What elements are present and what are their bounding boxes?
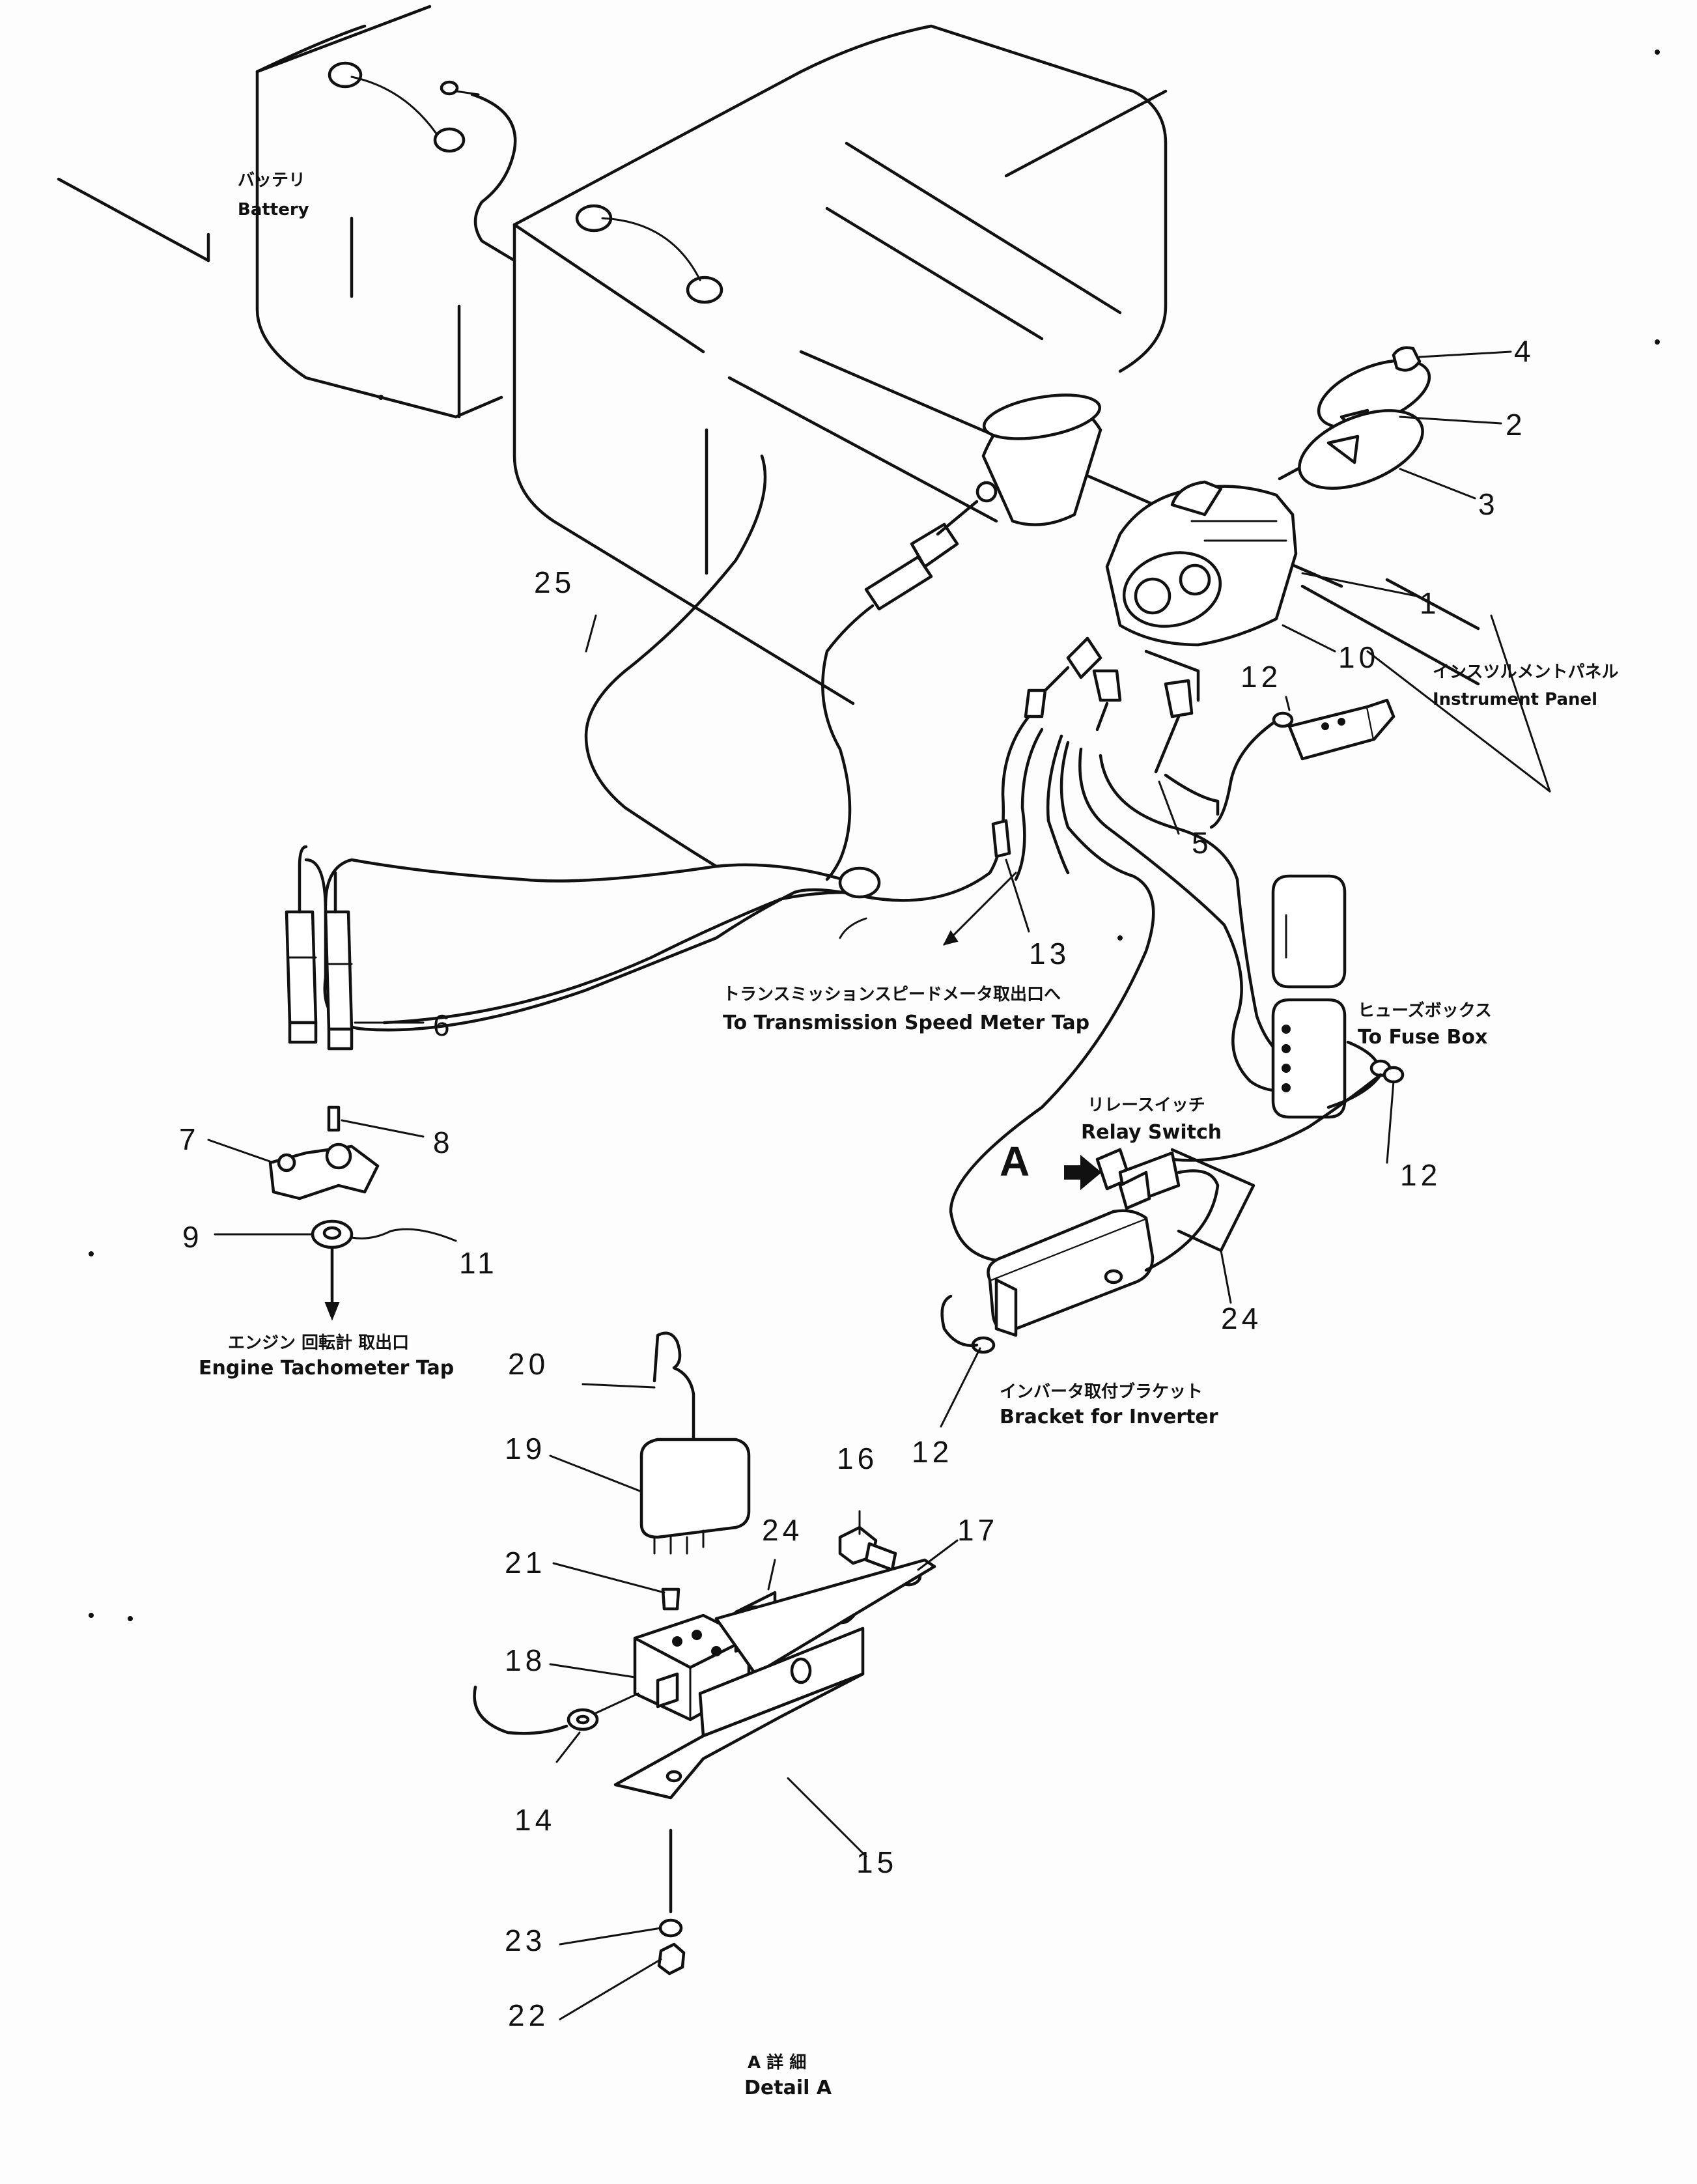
callout-8: 8 [433, 1126, 454, 1159]
callout-2: 2 [1506, 408, 1526, 442]
relay-switch-label-ja: リレースイッチ [1087, 1096, 1205, 1115]
screw-8 [327, 1105, 341, 1132]
callout-25: 25 [534, 565, 575, 599]
gauge-disc-3 [1298, 409, 1424, 490]
relay-switch-mounted [1095, 1148, 1181, 1210]
sensor-pair-6 [285, 845, 354, 1051]
callout-12-bracket: 12 [912, 1435, 953, 1469]
battery-label-en: Battery [238, 200, 309, 220]
grommet-icon [838, 866, 881, 899]
tag-24-upper [1170, 1148, 1255, 1253]
gauge-meter [1105, 480, 1298, 647]
text-labels: バッテリ Battery インスツルメントパネル Instrument Pane… [199, 171, 1618, 2099]
callout-3: 3 [1478, 487, 1499, 521]
callout-10: 10 [1338, 640, 1379, 674]
callout-13: 13 [1029, 937, 1070, 971]
engine-tach-label-en: Engine Tachometer Tap [199, 1357, 454, 1380]
battery-terminal-icon [433, 127, 466, 153]
callout-14: 14 [514, 1803, 555, 1837]
callout-12-switch: 12 [1241, 660, 1282, 694]
speedometer-cable [821, 604, 875, 881]
callout-9: 9 [182, 1220, 203, 1254]
battery-terminal-icon [328, 61, 363, 89]
battery-cable [470, 92, 517, 262]
callout-6: 6 [433, 1008, 454, 1042]
callout-4: 4 [1514, 334, 1535, 368]
instrument-panel-label-en: Instrument Panel [1433, 690, 1597, 709]
inverter-bracket [971, 1209, 1155, 1354]
leader-lines [207, 350, 1512, 2021]
callout-11: 11 [459, 1246, 498, 1280]
engine-tach-label-ja: エンジン 回転計 取出口 [228, 1333, 409, 1353]
transmission-tap-label-ja: トランスミッションスピードメータ取出口へ [723, 985, 1061, 1004]
callout-20: 20 [508, 1347, 549, 1381]
callout-22: 22 [508, 1998, 549, 2032]
cable-connector [864, 500, 979, 611]
callout-24-upper: 24 [1221, 1301, 1262, 1335]
callout-5: 5 [1192, 826, 1213, 860]
screw-21 [661, 1587, 680, 1611]
gauge-nut-4 [1392, 346, 1422, 372]
callout-7: 7 [179, 1122, 200, 1156]
battery-label-ja: バッテリ [238, 171, 305, 190]
clip-20 [652, 1331, 695, 1445]
bracket-15 [613, 1558, 936, 1800]
arrow-detail-A [1064, 1154, 1102, 1191]
callout-17: 17 [957, 1513, 998, 1547]
callout-numbers: 4 2 3 1 10 12 5 13 25 6 8 7 9 11 12 24 1… [179, 334, 1535, 2032]
sensor-bracket-7 [268, 1142, 380, 1200]
harness-25 [584, 454, 767, 868]
fuse-box-label-en: To Fuse Box [1358, 1026, 1487, 1049]
relay-switch-label-en: Relay Switch [1081, 1121, 1222, 1144]
callout-15: 15 [856, 1845, 897, 1879]
connector-13 [991, 819, 1011, 858]
scan-specks [89, 50, 1660, 1621]
battery-terminal-icon [686, 276, 723, 304]
ring-9 [311, 1219, 354, 1249]
callout-1: 1 [1420, 586, 1440, 620]
detail-A-caption-en: Detail A [744, 2077, 832, 2099]
callout-21: 21 [505, 1546, 546, 1580]
terminal-14 [567, 1708, 599, 1731]
callout-18: 18 [505, 1643, 546, 1677]
bolt-16 [838, 1525, 897, 1572]
nut-22 [657, 1942, 686, 1976]
switch-block [1272, 698, 1395, 761]
detail-marker-A: A [1000, 1138, 1030, 1185]
fuse-box-label-ja: ヒューズボックス [1358, 1000, 1492, 1021]
callout-12-fuse: 12 [1400, 1158, 1441, 1192]
inverter-bracket-label-ja: インバータ取付ブラケット [1000, 1382, 1203, 1402]
battery-left [57, 5, 503, 419]
instrument-panel-label-ja: インスツルメントパネル [1433, 662, 1618, 682]
inverter-bracket-label-en: Bracket for Inverter [1000, 1406, 1218, 1428]
gauge-connectors [1024, 636, 1200, 774]
relay-19 [639, 1438, 751, 1555]
speedometer-housing [975, 393, 1102, 526]
battery-right [512, 24, 1168, 705]
detail-A-caption-ja: A 詳 細 [748, 2052, 806, 2073]
callout-23: 23 [505, 1923, 546, 1957]
washer-23 [658, 1918, 683, 1938]
callout-24-detail: 24 [762, 1513, 803, 1547]
callout-19: 19 [505, 1432, 546, 1466]
fuse-box [1271, 874, 1347, 1119]
transmission-tap-label-en: To Transmission Speed Meter Tap [723, 1012, 1089, 1034]
callout-16: 16 [837, 1441, 878, 1475]
